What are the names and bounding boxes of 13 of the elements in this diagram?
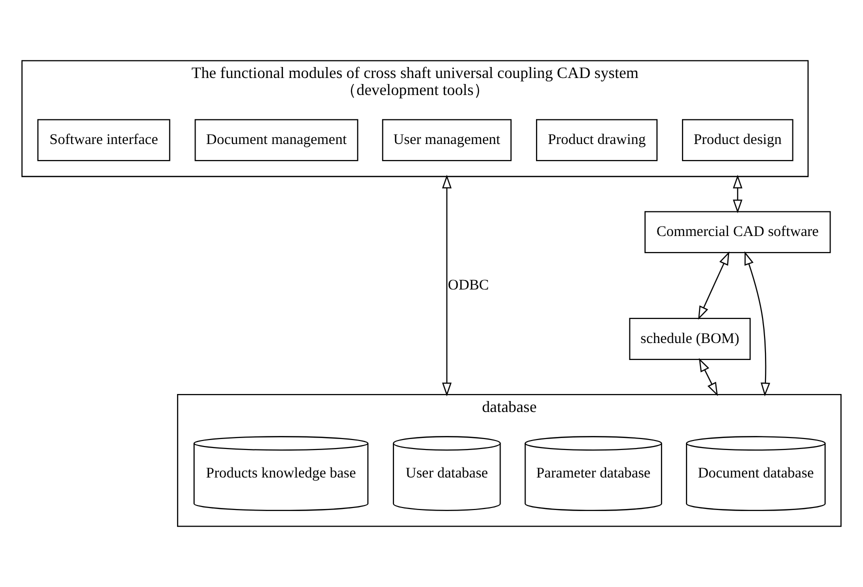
node-box: schedule (BOM) xyxy=(629,318,751,360)
arrow xyxy=(442,174,452,396)
node-box: Software interface xyxy=(37,119,170,162)
arrow xyxy=(732,174,742,214)
node-box: Document management xyxy=(194,119,358,162)
node-box: User management xyxy=(382,119,512,162)
arrow xyxy=(698,251,730,320)
edge-label: ODBC xyxy=(448,277,489,294)
node-box: Product drawing xyxy=(536,119,658,162)
node-box: Commercial CAD software xyxy=(644,211,831,254)
arrow xyxy=(698,358,718,396)
arrow xyxy=(744,251,770,396)
node-box: Product design xyxy=(682,119,794,162)
